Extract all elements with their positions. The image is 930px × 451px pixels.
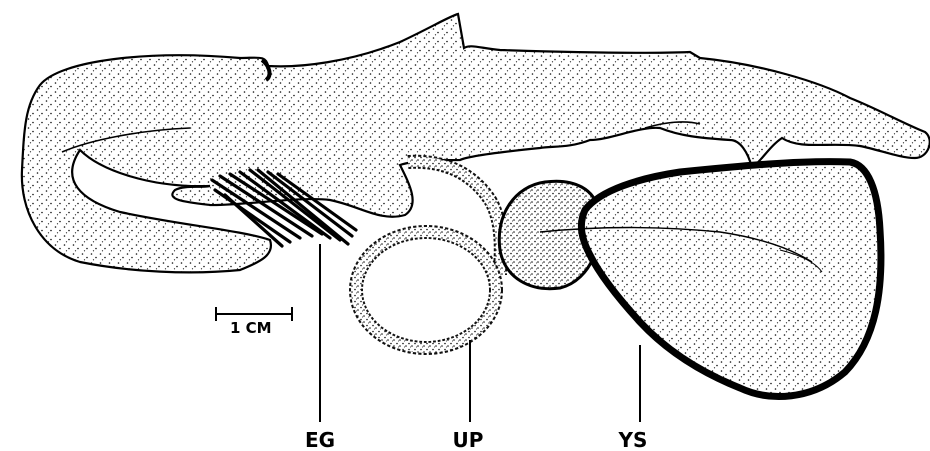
scale-bar-label: 1 CM: [230, 319, 272, 337]
label-up: UP: [453, 428, 484, 451]
label-eg: EG: [305, 428, 335, 451]
label-ys: YS: [618, 428, 648, 451]
yolk-sac: [581, 162, 881, 397]
